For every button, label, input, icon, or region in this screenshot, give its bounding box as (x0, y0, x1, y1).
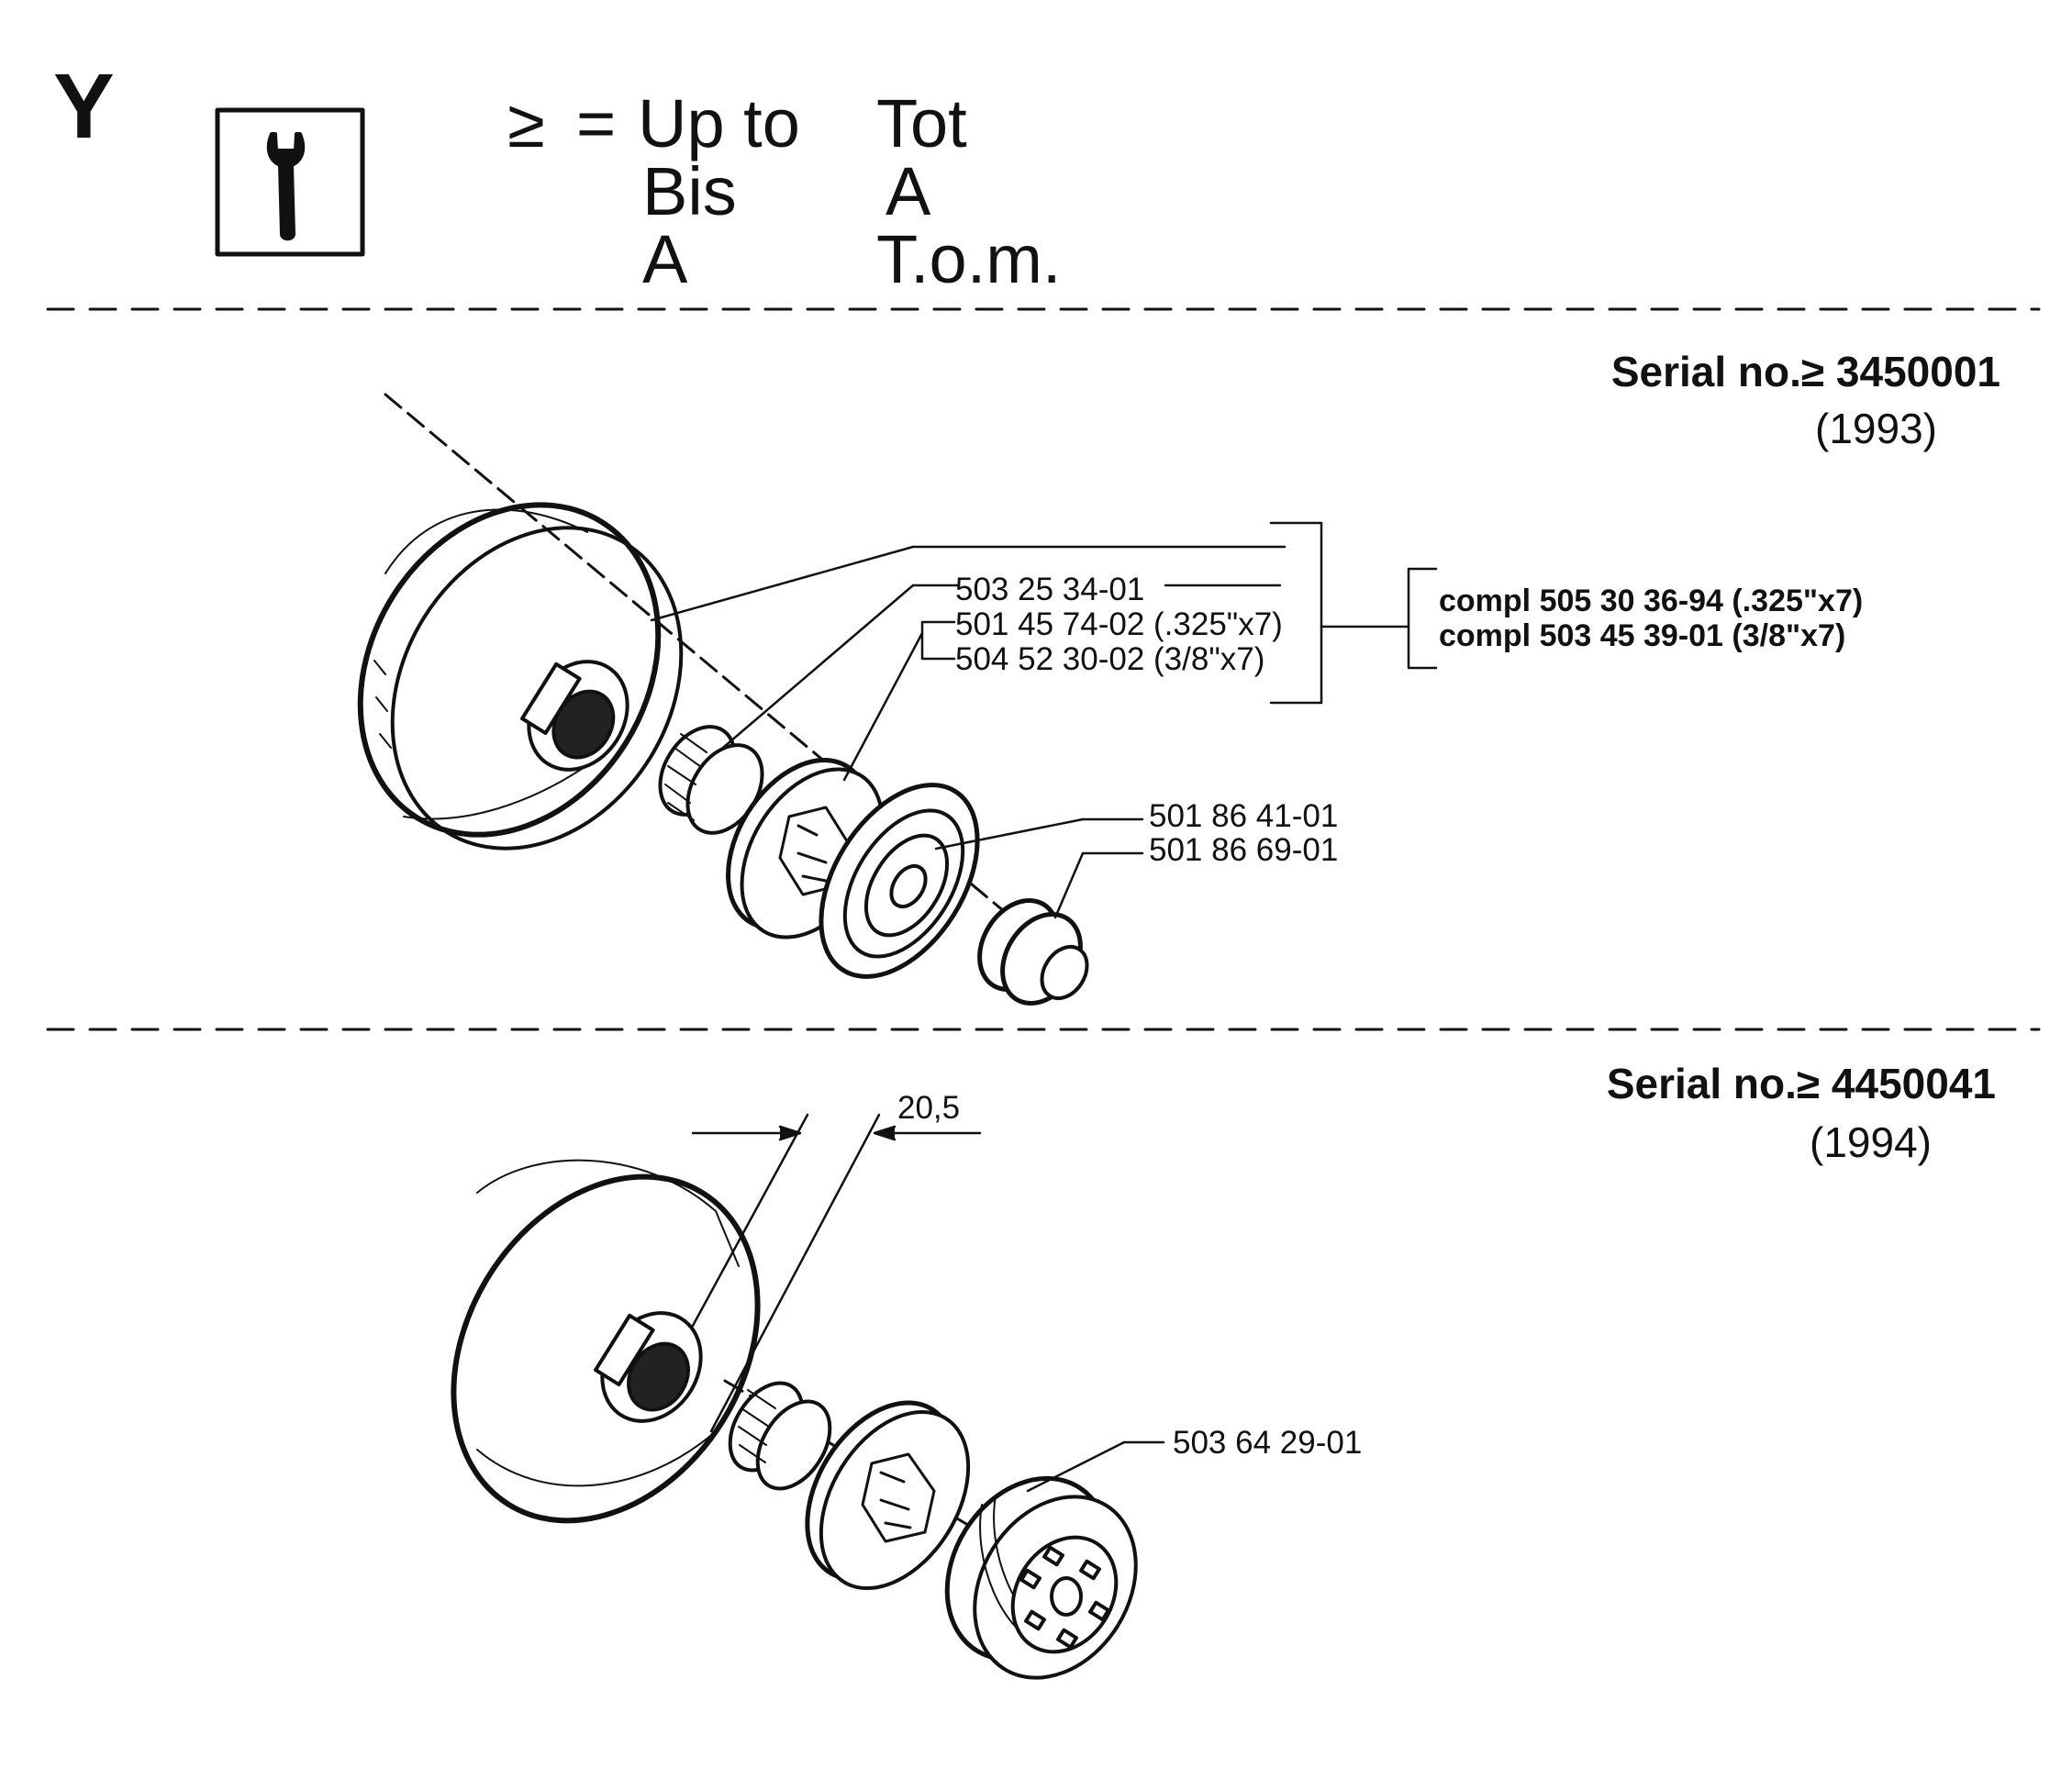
end-ring-upper (977, 898, 1089, 1006)
part-number-label: 501 45 74-02 (.325"x7) (955, 606, 1283, 642)
sprocket-rim-lower (805, 1400, 971, 1591)
serial-year-lower: (1994) (1810, 1118, 1932, 1166)
leader-lines-upper (650, 521, 1438, 919)
part-number-label: 503 25 34-01 (955, 572, 1145, 607)
upper-assembly (357, 393, 1438, 1006)
legend-term-bis: Bis (642, 153, 737, 229)
legend-term-a-2: A (886, 153, 931, 229)
washer-upper (819, 783, 980, 979)
serial-number-lower: Serial no.≥ 4450041 (1606, 1060, 1996, 1107)
serial-year-upper: (1993) (1815, 405, 1937, 452)
clutch-drum-upper (357, 502, 684, 851)
clutch-drum-lower (451, 1159, 761, 1524)
leader-lines-lower (1026, 1440, 1165, 1493)
lower-assembly (451, 1113, 1165, 1680)
complete-assembly-label: compl 505 30 36-94 (.325"x7) (1439, 584, 1864, 618)
complete-assembly-label: compl 503 45 39-01 (3/8"x7) (1439, 618, 1846, 653)
part-number-label: 503 64 29-01 (1173, 1425, 1363, 1461)
serial-number-upper: Serial no.≥ 3450001 (1610, 348, 2000, 395)
legend-term-a: A (642, 221, 688, 297)
part-number-label: 504 52 30-02 (3/8"x7) (955, 641, 1265, 677)
needle-bearing-upper (658, 725, 764, 835)
dimension-20-5 (663, 1113, 982, 1433)
legend-symbol: ≥ (507, 85, 545, 161)
wrench-icon (215, 107, 365, 257)
section-letter: Y (53, 55, 115, 158)
dimension-label: 20,5 (897, 1090, 961, 1126)
legend-term-tom: T.o.m. (876, 221, 1062, 297)
spur-sprocket-lower (944, 1475, 1138, 1680)
part-number-label: 501 86 69-01 (1149, 832, 1339, 868)
part-number-label: 501 86 41-01 (1149, 798, 1339, 834)
needle-bearing-lower (728, 1381, 832, 1491)
legend-term-up-to: Up to (638, 85, 800, 161)
legend-term-tot: Tot (876, 85, 967, 161)
legend-equals: = (576, 85, 617, 161)
